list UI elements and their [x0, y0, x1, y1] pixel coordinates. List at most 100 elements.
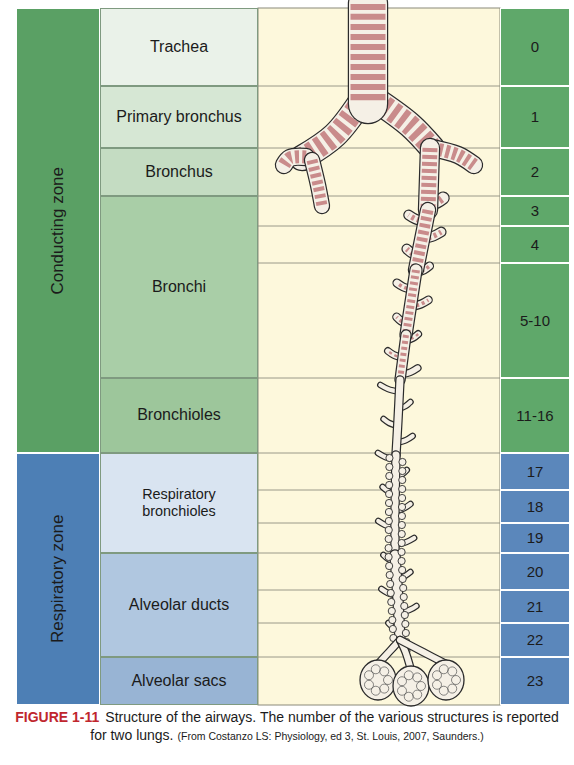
alveolus	[364, 680, 373, 689]
airway-segment	[284, 157, 306, 165]
alveolus	[413, 690, 422, 699]
airway-name: Bronchioles	[131, 406, 227, 424]
alveolus	[402, 620, 409, 627]
alveolus	[389, 625, 396, 632]
generation-cell: 1	[500, 86, 570, 148]
alveolus	[452, 676, 461, 685]
airway-segment	[396, 380, 400, 455]
alveolus	[385, 544, 392, 551]
alveolus	[413, 673, 422, 682]
generation-number: 2	[531, 163, 539, 180]
alveolus	[385, 535, 392, 542]
alveolar-sac	[360, 660, 396, 700]
alveolus	[417, 682, 426, 691]
zone-band: Respiratory zone	[16, 453, 100, 705]
generation-number: 1	[531, 108, 539, 125]
alveolus	[389, 616, 396, 623]
alveolus	[432, 680, 441, 689]
alveolus	[398, 521, 405, 528]
airway-segment	[416, 210, 428, 270]
alveolus	[380, 684, 389, 693]
alveolus	[399, 485, 406, 492]
alveolus	[385, 553, 392, 560]
generation-cell: 17	[500, 453, 570, 490]
alveolus	[398, 557, 405, 564]
alveolus	[448, 684, 457, 693]
generation-cell: 21	[500, 590, 570, 623]
airway-name: Primary bronchus	[110, 108, 247, 126]
alveolus	[388, 598, 395, 605]
alveolus	[399, 494, 406, 501]
airway-tree	[284, 4, 474, 706]
generation-cell: 11-16	[500, 378, 570, 453]
generation-cell: 22	[500, 623, 570, 657]
generation-number: 23	[527, 672, 544, 689]
alveolus	[386, 562, 393, 569]
alveolus	[380, 667, 389, 676]
generation-number: 22	[527, 631, 544, 648]
airway-segment	[406, 270, 416, 335]
airway-name-cell: Bronchi	[100, 196, 258, 378]
alveolar-sac	[428, 660, 464, 700]
alveolar-sac	[393, 666, 429, 706]
alveolus	[386, 472, 393, 479]
generation-number: 18	[527, 498, 544, 515]
alveolus	[399, 467, 406, 474]
alveolus	[399, 476, 406, 483]
alveolus	[401, 602, 408, 609]
airway-name: Bronchi	[146, 278, 212, 296]
alveolus	[386, 454, 393, 461]
alveolus	[371, 665, 380, 674]
generation-number: 4	[531, 236, 539, 253]
alveolus	[386, 463, 393, 470]
alveolus	[398, 539, 405, 546]
alveolus	[401, 611, 408, 618]
generation-number: 3	[531, 202, 539, 219]
generation-number: 21	[527, 598, 544, 615]
alveolus	[385, 508, 392, 515]
generation-number: 11-16	[516, 407, 553, 424]
alveolus	[439, 665, 448, 674]
airway-segment	[312, 160, 322, 206]
generation-cell: 19	[500, 523, 570, 553]
alveolus	[398, 512, 405, 519]
airway-name-cell: Bronchioles	[100, 378, 258, 453]
alveolus	[404, 671, 413, 680]
figure-number: FIGURE 1-11	[15, 709, 99, 725]
row-lines	[258, 86, 500, 657]
generation-cell: 23	[500, 657, 570, 705]
alveolus	[385, 517, 392, 524]
airway-name: Trachea	[144, 38, 214, 56]
alveolus	[397, 686, 406, 695]
generation-cell: 20	[500, 553, 570, 590]
zone-label: Respiratory zone	[48, 515, 68, 644]
alveolus	[398, 548, 405, 555]
generation-number: 20	[527, 563, 544, 580]
generation-number: 5-10	[520, 312, 550, 329]
generation-number: 19	[527, 529, 544, 546]
generation-cell: 18	[500, 490, 570, 523]
alveolus	[386, 571, 393, 578]
airway-segment	[428, 148, 430, 210]
alveolus	[387, 580, 394, 587]
airway-segment	[400, 335, 406, 380]
alveolus	[387, 589, 394, 596]
airway-segment	[400, 640, 446, 664]
alveolus	[398, 530, 405, 537]
generation-cell: 0	[500, 8, 570, 86]
figure-caption: FIGURE 1-11Structure of the airways. The…	[8, 708, 566, 744]
alveolus	[385, 526, 392, 533]
zone-band: Conducting zone	[16, 8, 100, 453]
airway-name-cell: Alveolar ducts	[100, 553, 258, 657]
airway-name: Alveolar ducts	[123, 596, 236, 614]
alveolus	[400, 584, 407, 591]
alveolus	[385, 499, 392, 506]
airway-name-cell: Trachea	[100, 8, 258, 86]
generation-cell: 2	[500, 148, 570, 196]
generation-number: 0	[531, 38, 539, 55]
generation-number: 17	[527, 463, 544, 480]
alveolus	[399, 575, 406, 582]
source-note: (From Costanzo LS: Physiology, ed 3, St.…	[178, 730, 484, 742]
alveolus	[399, 566, 406, 573]
airway-name-cell: Primary bronchus	[100, 86, 258, 148]
